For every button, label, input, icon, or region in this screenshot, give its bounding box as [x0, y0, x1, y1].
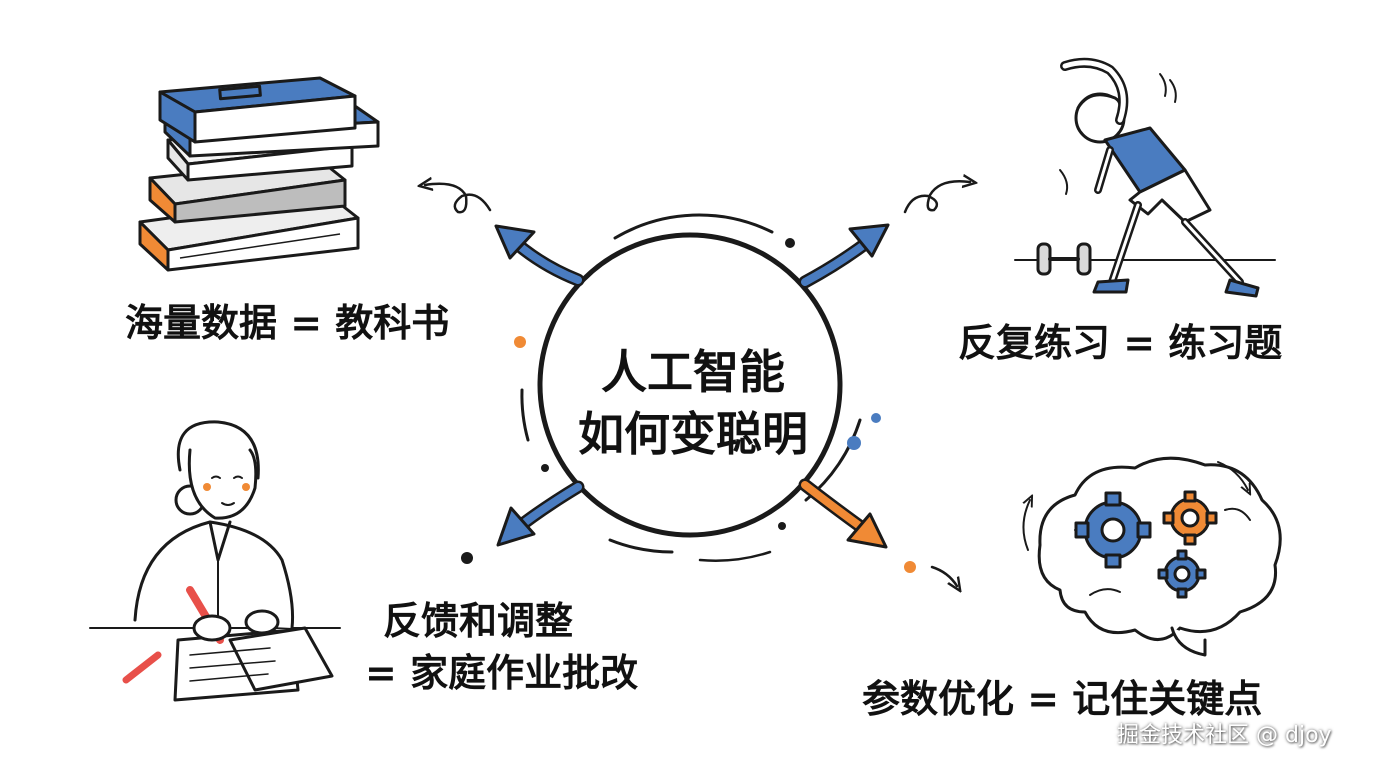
- label-feedback-line1: 反馈和调整: [383, 599, 574, 643]
- label-massive-data: 海量数据 = 教科书: [125, 301, 450, 345]
- label-parameter-optimization: 参数优化 = 记住关键点: [862, 677, 1263, 721]
- stretching-person-icon: [1014, 57, 1276, 298]
- arrow-bottom-left: [496, 480, 585, 547]
- arrow-top-right: [798, 223, 890, 289]
- teacher-grading-icon: [89, 420, 341, 702]
- center-title-line2: 如何变聪明: [578, 407, 808, 461]
- label-repeated-practice: 反复练习 = 练习题: [958, 321, 1283, 365]
- stack-of-books-icon: [138, 76, 380, 272]
- arrow-bottom-right: [798, 478, 888, 549]
- watermark: 掘金技术社区 @ djoy: [1117, 723, 1332, 748]
- decorative-dots: [461, 238, 916, 573]
- center-title-line1: 人工智能: [601, 345, 785, 399]
- squiggle-arrows: [425, 181, 970, 586]
- brain-with-gears-icon: [1023, 456, 1282, 657]
- label-feedback-line2: = 家庭作业批改: [365, 651, 639, 695]
- arrow-top-left: [494, 224, 585, 287]
- center-circle: [520, 213, 862, 562]
